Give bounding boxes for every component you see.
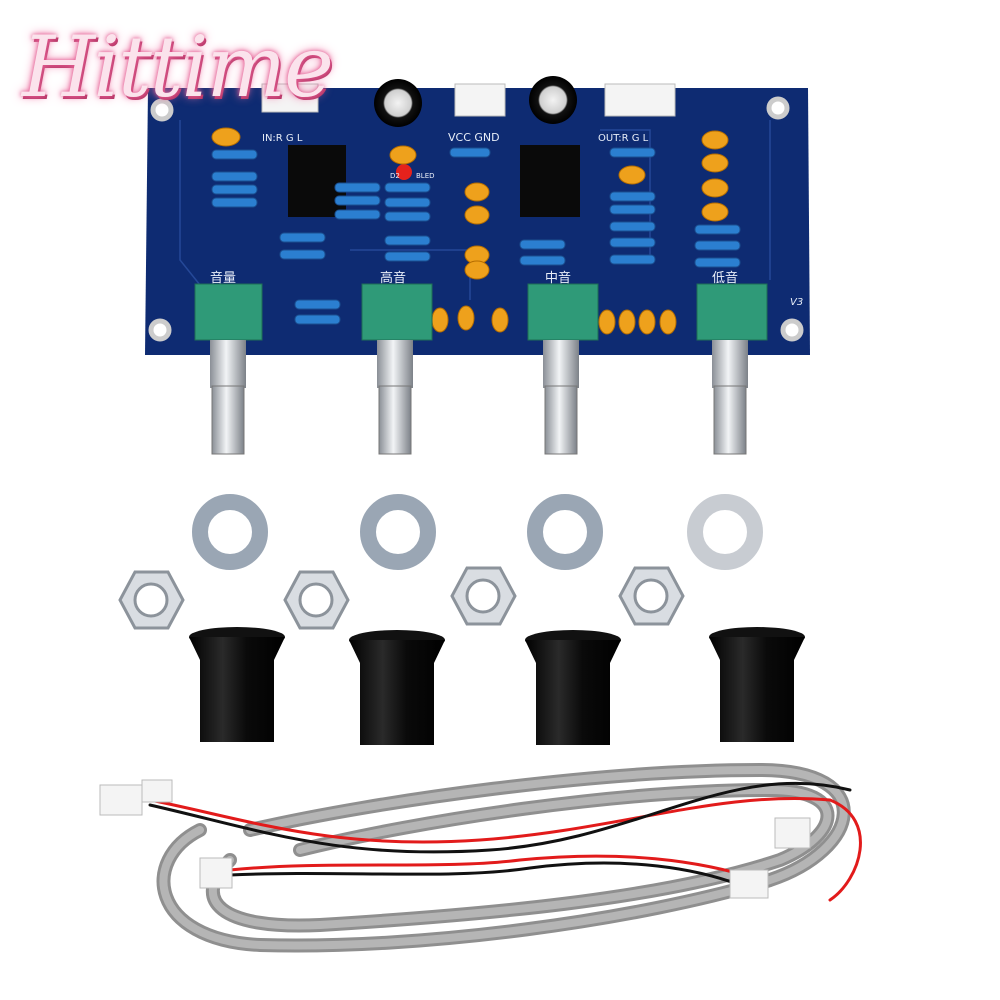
pot-bass[interactable] xyxy=(696,283,768,455)
led xyxy=(396,164,412,180)
pot-treble[interactable] xyxy=(361,283,433,455)
mounting-holes xyxy=(148,96,804,342)
capacitor xyxy=(529,76,577,124)
pcb-board: IN:R G L VCC GND OUT:R G L D2 BLED V3 音量… xyxy=(145,76,810,355)
washer xyxy=(687,494,763,570)
knob xyxy=(189,627,285,742)
washer xyxy=(192,494,268,570)
label-led-ref: BLED xyxy=(416,172,435,180)
brand-logo: Hittime xyxy=(22,18,334,116)
knob xyxy=(349,630,445,745)
knobs xyxy=(189,627,805,745)
label-power: VCC GND xyxy=(448,131,500,144)
pot-label-volume: 音量 xyxy=(210,270,236,286)
hex-nut xyxy=(118,570,185,630)
pot-volume[interactable] xyxy=(194,283,263,455)
washer xyxy=(360,494,436,570)
label-led: D2 xyxy=(390,172,400,180)
pot-mid[interactable] xyxy=(527,283,599,455)
potentiometers xyxy=(194,283,768,455)
pot-label-mid: 中音 xyxy=(545,270,571,286)
label-output: OUT:R G L xyxy=(598,133,649,144)
connectors xyxy=(261,83,676,117)
hex-nut xyxy=(450,566,517,626)
resistors xyxy=(211,147,741,325)
knob xyxy=(709,627,805,742)
hex-nuts xyxy=(118,566,685,630)
pot-label-treble: 高音 xyxy=(380,270,406,286)
cable-plugs xyxy=(99,779,811,899)
washers xyxy=(192,494,763,570)
capacitor xyxy=(374,79,422,127)
ic-chip xyxy=(520,145,580,217)
washer xyxy=(527,494,603,570)
label-input: IN:R G L xyxy=(262,133,303,144)
ceramic-capacitors xyxy=(211,127,729,335)
label-version: V3 xyxy=(790,297,803,308)
pot-label-bass: 低音 xyxy=(712,270,738,286)
hex-nut xyxy=(618,566,685,626)
audio-cable xyxy=(99,762,862,953)
ic-chip xyxy=(288,145,346,217)
knob xyxy=(525,630,621,745)
hex-nut xyxy=(283,570,350,630)
